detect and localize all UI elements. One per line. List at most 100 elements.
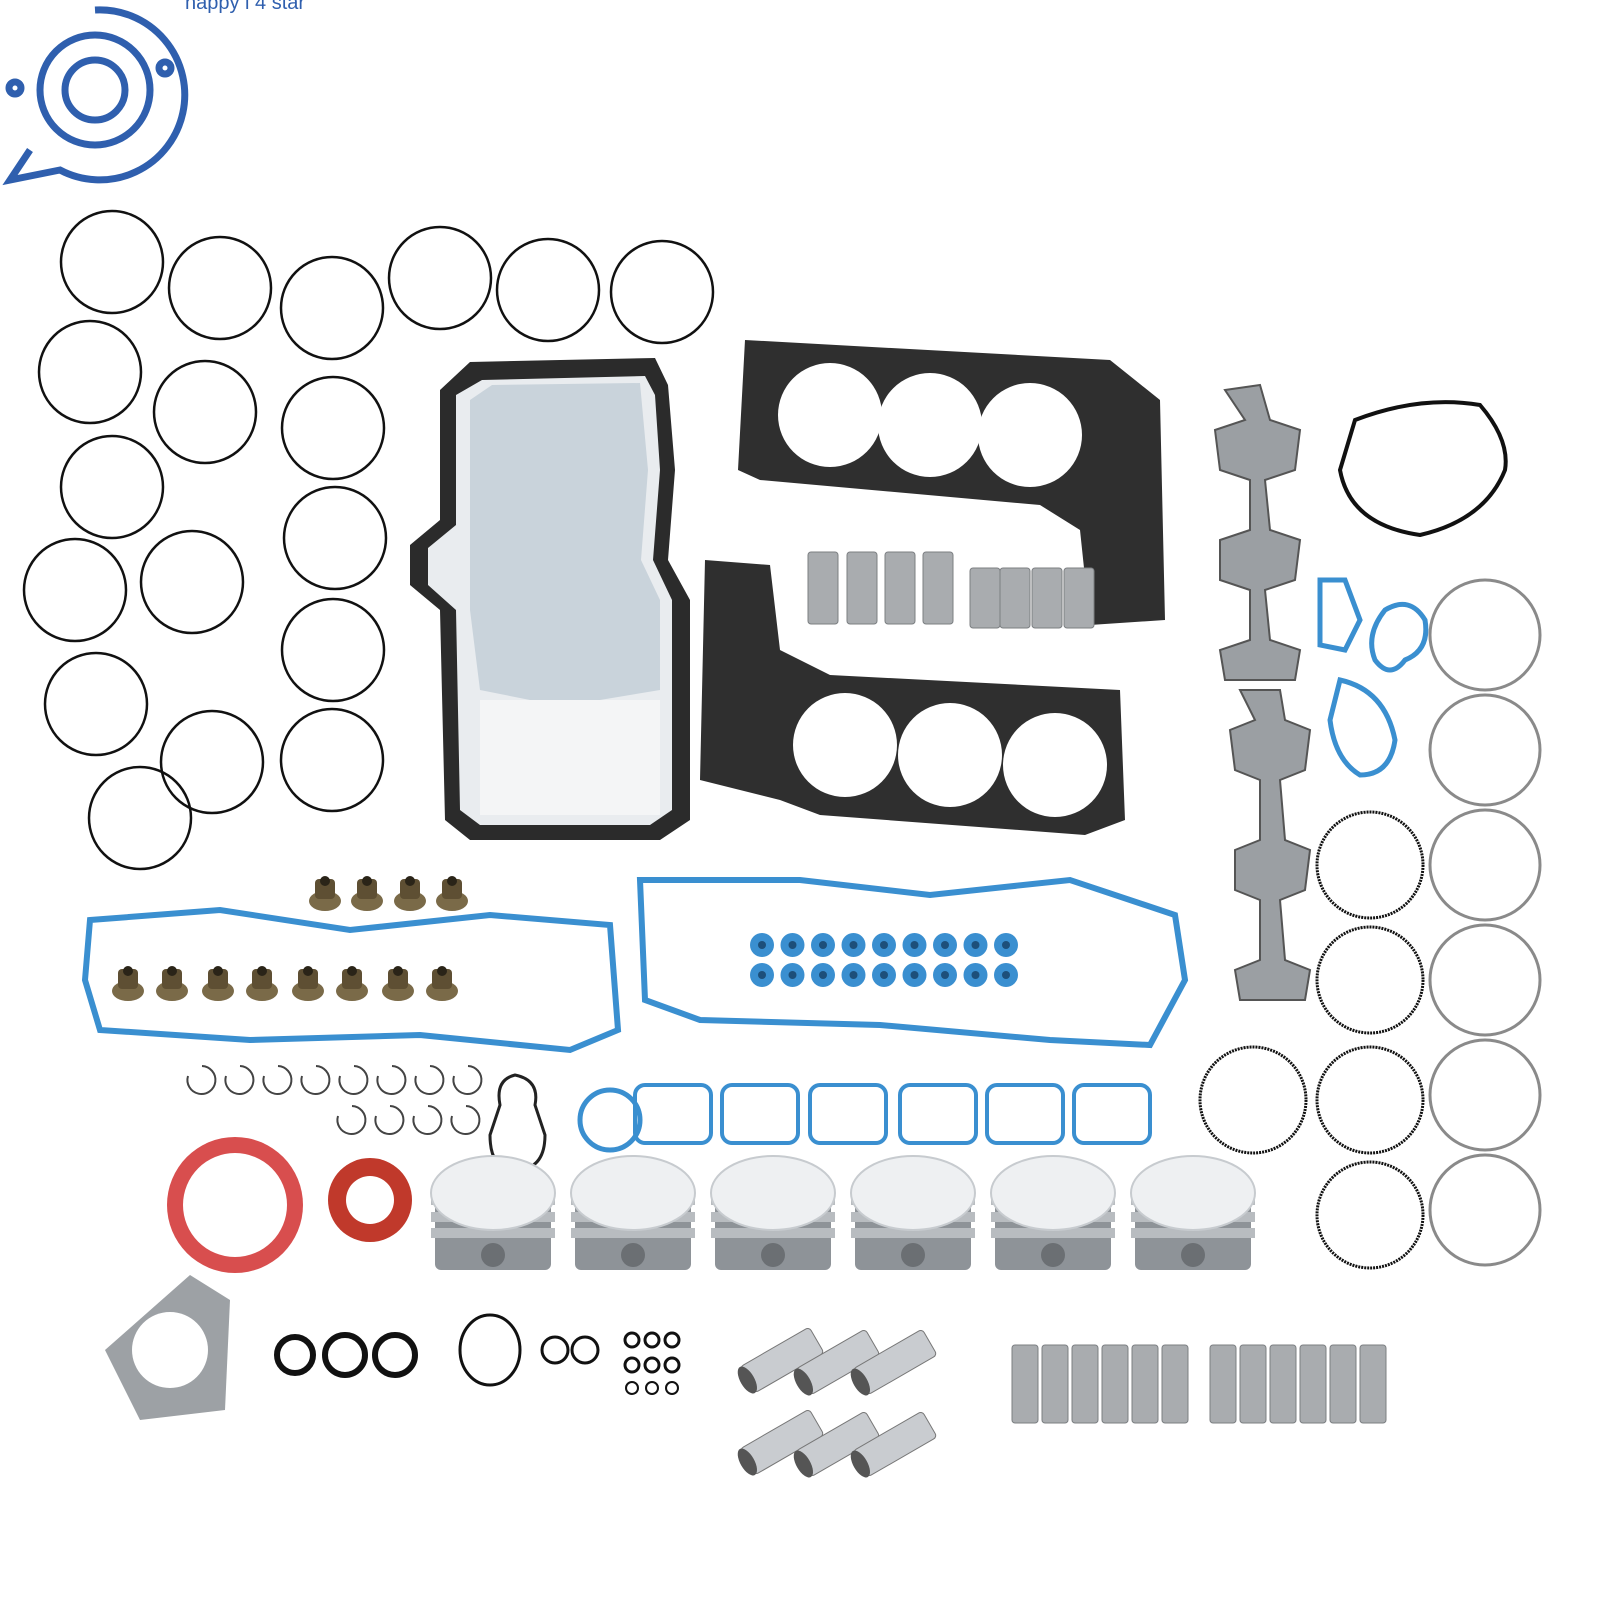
piston	[430, 1155, 556, 1270]
piston-pin	[737, 1327, 824, 1394]
piston-ring	[59, 209, 165, 315]
retaining-clip	[376, 1065, 407, 1095]
retaining-clip	[338, 1065, 369, 1095]
piston	[1130, 1155, 1256, 1270]
intake-manifold-gaskets	[633, 1083, 1152, 1145]
bearing-shell	[846, 551, 878, 625]
retaining-clip	[300, 1065, 331, 1095]
piston-ring	[1428, 808, 1542, 922]
piston-ring	[22, 537, 128, 643]
valve-stem-seal	[292, 966, 324, 1001]
piston-ring	[152, 359, 258, 465]
valve-cover-gaskets	[81, 876, 1189, 1054]
intake-gasket	[1072, 1083, 1152, 1145]
valve-stem-seal	[351, 876, 383, 911]
valve-stem-seal	[382, 966, 414, 1001]
piston-pin	[793, 1411, 880, 1478]
valve-stem-seal	[841, 933, 866, 957]
valve-stem-seal	[202, 966, 234, 1001]
valve-stem-seal	[963, 963, 988, 987]
valve-stem-seal	[112, 966, 144, 1001]
piston-ring	[1428, 693, 1542, 807]
valve-stem-seal	[750, 933, 774, 957]
valve-stem-seal	[156, 966, 188, 1001]
piston-rings-left	[22, 209, 715, 871]
retaining-clip	[450, 1105, 481, 1135]
valve-stem-seal	[933, 933, 957, 957]
piston-ring	[279, 255, 385, 361]
rear-main-seal	[167, 1137, 303, 1273]
cylinder-head-gasket-lower	[700, 560, 1125, 835]
oil-pump-gasket	[105, 1275, 230, 1420]
piston-ring	[282, 485, 388, 591]
bearing-shell	[1041, 1344, 1069, 1424]
valve-stem-seals-brown	[112, 876, 468, 1001]
piston-ring	[280, 375, 386, 481]
water-outlet-seals	[1317, 577, 1429, 778]
retaining-clip	[336, 1105, 367, 1135]
piston-ring	[1315, 1160, 1425, 1270]
retaining-clips	[186, 1065, 483, 1135]
piston-ring	[495, 237, 601, 343]
piston-ring	[37, 319, 143, 425]
valve-stem-seal	[336, 966, 368, 1001]
logo-text: happy i 4 star	[185, 0, 306, 14]
intake-gasket	[808, 1083, 888, 1145]
valve-stem-seal	[780, 933, 805, 957]
piston	[850, 1155, 976, 1270]
bearing-shell	[1131, 1344, 1159, 1424]
valve-stem-seal	[872, 963, 896, 987]
valve-stem-seals-blue	[750, 933, 1018, 987]
piston-pin	[850, 1411, 937, 1478]
piston-ring	[1428, 578, 1542, 692]
retaining-clip	[452, 1065, 483, 1095]
intake-gasket	[898, 1083, 978, 1145]
piston	[570, 1155, 696, 1270]
o-rings	[274, 1313, 681, 1395]
piston-ring	[43, 651, 149, 757]
bearing-shell	[1063, 567, 1095, 629]
retaining-clip	[414, 1065, 445, 1095]
retaining-clip	[262, 1065, 293, 1095]
piston-ring	[1428, 1153, 1542, 1267]
piston-ring	[279, 707, 385, 813]
timing-cover-seal	[1337, 400, 1508, 538]
piston-ring	[1428, 923, 1542, 1037]
piston-ring	[1198, 1045, 1308, 1155]
valve-stem-seal	[309, 876, 341, 911]
piston-ring	[167, 235, 273, 341]
bearing-shell	[1299, 1344, 1327, 1424]
piston-ring	[87, 765, 193, 871]
bearing-shell	[807, 551, 839, 625]
valve-stem-seal	[994, 933, 1018, 957]
intake-gasket	[633, 1083, 713, 1145]
bearing-shell	[969, 567, 1001, 629]
bearing-shell	[922, 551, 954, 625]
piston-ring	[1315, 1045, 1425, 1155]
valve-stem-seal	[902, 963, 927, 987]
cylinder-head-gasket-upper	[738, 340, 1165, 625]
piston-ring	[139, 529, 245, 635]
front-crank-seal	[328, 1158, 412, 1242]
valve-stem-seal	[780, 963, 805, 987]
piston-ring	[1315, 925, 1425, 1035]
piston-pin	[737, 1409, 824, 1476]
brand-logo	[2, 6, 189, 186]
piston-ring	[280, 597, 386, 703]
piston-ring	[1428, 1038, 1542, 1152]
piston	[710, 1155, 836, 1270]
bearing-shell	[1161, 1344, 1189, 1424]
piston-pin	[793, 1329, 880, 1396]
exhaust-manifold-gaskets	[1213, 383, 1312, 1001]
piston-rings-right	[1198, 578, 1542, 1270]
valve-stem-seal	[872, 933, 896, 957]
valve-stem-seal	[963, 933, 988, 957]
valve-stem-seal	[426, 966, 458, 1001]
rod-bearings-top	[807, 551, 1095, 629]
bearing-shell	[1329, 1344, 1357, 1424]
piston-ring	[1315, 810, 1425, 920]
piston-ring	[387, 225, 493, 331]
bearing-shell	[1071, 1344, 1099, 1424]
bearing-shell	[1239, 1344, 1267, 1424]
